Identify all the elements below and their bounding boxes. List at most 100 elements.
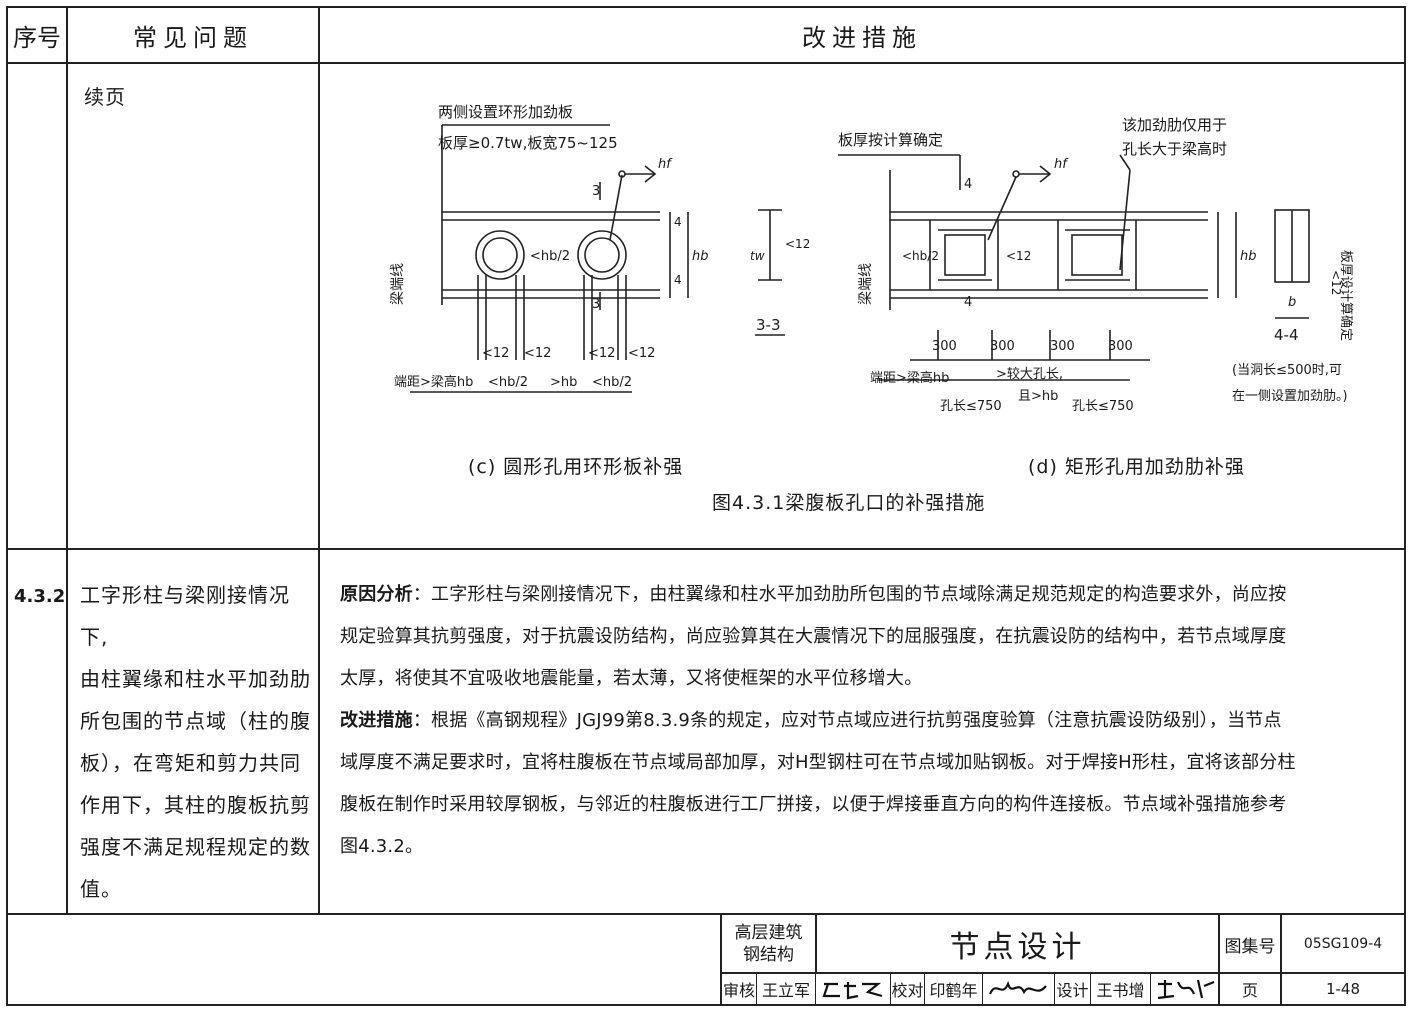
tb-v1 (815, 914, 817, 972)
tb-reviewer-signature (816, 974, 890, 1004)
problem-line: 值。 (80, 877, 122, 901)
c-dim-half2: <hb/2 (592, 375, 632, 390)
row2-problem: 工字形柱与梁刚接情况下, 由柱翼缘和柱水平加劲肋 所包围的节点域（柱的腹 板），… (80, 574, 312, 910)
cause-line-2: 规定验算其抗剪强度，对于抗震设防结构，尚应验算其在大震情况下的屈服强度，在抗震设… (340, 626, 1287, 647)
col-line-1 (66, 6, 68, 914)
tb-category: 高层建筑 钢结构 (722, 916, 815, 972)
c-ring-outer-1 (475, 230, 525, 280)
d-dim-end: 端距>梁高hb (870, 370, 949, 386)
tb-title: 节点设计 (949, 930, 1086, 965)
tb-left (720, 914, 722, 1005)
d-dim-300b: 300 (990, 339, 1015, 354)
signature-reviewer (822, 982, 883, 1000)
fix-line-4: 图4.3.2。 (340, 836, 424, 857)
c-dim-12c: <12 (588, 346, 615, 361)
d-note-3: 孔长大于梁高时 (1122, 140, 1227, 158)
d-side-note-2: 在一侧设置加劲肋。) (1232, 389, 1348, 404)
c-hole-half: <hb/2 (530, 249, 570, 264)
cause-label: 原因分析 (340, 584, 413, 605)
c-sec-title: 3-3 (756, 316, 781, 334)
outer-left (6, 6, 8, 1006)
c-dim-end: 端距>梁高hb (394, 374, 473, 390)
cause-line-3: 太厚，将使其不宜吸收地震能量，若太薄，又将使框架的水平位移增大。 (340, 668, 923, 689)
tb-atlas-label: 图集号 (1224, 936, 1276, 957)
tb-r8 (1150, 973, 1151, 1005)
tb-v3 (1280, 914, 1282, 1005)
d-len2: 孔长≤750 (1072, 399, 1134, 414)
row2-fix: 原因分析：工字形柱与梁刚接情况下，由柱翼缘和柱水平加劲肋所包围的节点域除满足规范… (340, 574, 1400, 868)
d-sec-mark-top: 4 (964, 177, 972, 192)
tb-r1 (756, 973, 757, 1005)
fix-label: 改进措施 (340, 710, 413, 731)
d-dim-300c: 300 (1050, 339, 1075, 354)
c-ring-outer-2 (577, 230, 627, 280)
c-sec-4b: 4 (674, 273, 682, 287)
tb-page-label: 页 (1241, 981, 1258, 1000)
tb-review-label: 审核 (722, 981, 755, 1000)
c-hb: hb (692, 249, 709, 264)
c-dim-12a: <12 (482, 346, 509, 361)
tb-designer-signature (1151, 974, 1218, 1004)
c-sec-12: <12 (785, 237, 810, 251)
tb-r6 (1054, 973, 1055, 1005)
figure-drawing: 两侧设置环形加劲板 板厚≥0.7tw,板宽75~125 hf 3 3 <hb/2… (390, 103, 1353, 414)
row2-bottom-line (6, 913, 1406, 915)
d-hf: hf (1054, 157, 1069, 172)
c-sec-4a: 4 (674, 215, 682, 229)
d-sec-12: <12 (1329, 270, 1343, 295)
problem-line: 板），在弯矩和剪力共同 (80, 751, 301, 775)
d-half: <hb/2 (902, 249, 939, 263)
c-dim-gap: >hb (550, 375, 577, 390)
c-sec-mark-top: 3 (592, 184, 600, 199)
tb-designer: 王书增 (1096, 981, 1145, 1000)
row1-problem: 续页 (84, 85, 126, 109)
tb-page-no: 1-48 (1325, 980, 1361, 998)
problem-line: 由柱翼缘和柱水平加劲肋 (80, 667, 311, 691)
header-bottom-line (6, 62, 1406, 64)
d-len1: 孔长≤750 (940, 399, 1002, 414)
header-problem: 常见问题 (133, 23, 253, 52)
problem-line: 工字形柱与梁刚接情况下, (80, 583, 290, 649)
caption-d: (d) 矩形孔用加劲肋补强 (1028, 456, 1245, 478)
c-sec-tw: tw (750, 249, 765, 263)
c-ring-inner-1 (482, 237, 518, 273)
tb-category-l1: 高层建筑 (734, 923, 803, 943)
c-dim-12d: <12 (628, 346, 655, 361)
d-note-1: 板厚按计算确定 (838, 131, 943, 149)
tb-checker-signature (983, 974, 1054, 1004)
d-sec-mark-bot: 4 (964, 295, 972, 310)
c-hf: hf (658, 157, 673, 172)
tb-r5 (982, 973, 983, 1005)
tb-r3 (890, 973, 891, 1005)
row1-bottom-line (6, 548, 1406, 550)
fix-line-2: 域厚度不满足要求时，宜将柱腹板在节点域局部加厚，对H型钢柱可在节点域加贴钢板。对… (340, 752, 1296, 773)
tb-r2 (815, 973, 816, 1005)
d-dim-mid: >较大孔长, (996, 367, 1063, 382)
tb-category-l2: 钢结构 (743, 945, 794, 965)
tb-mid-h (720, 972, 1406, 974)
tb-r7 (1090, 973, 1091, 1005)
outer-top (6, 6, 1406, 8)
d-note-2: 该加劲肋仅用于 (1122, 116, 1227, 134)
row2-no: 4.3.2 (14, 586, 66, 607)
outer-bottom (6, 1004, 1406, 1006)
d-dim-300d: 300 (1108, 339, 1133, 354)
problem-line: 作用下，其柱的腹板抗剪 (80, 793, 311, 817)
caption-main: 图4.3.1梁腹板孔口的补强措施 (712, 492, 986, 514)
d-sec-title: 4-4 (1274, 326, 1299, 344)
d-hb: hb (1240, 249, 1257, 264)
c-ring-inner-2 (584, 237, 620, 273)
cause-text: ：工字形柱与梁刚接情况下，由柱翼缘和柱水平加劲肋所包围的节点域除满足规范规定的构… (412, 584, 1287, 605)
d-dim-300a: 300 (932, 339, 957, 354)
c-weld-leader (609, 174, 623, 241)
header-fix: 改进措施 (802, 23, 922, 52)
fix-text: ：根据《高钢规程》JGJ99第8.3.9条的规定，应对节点域应进行抗剪强度验算（… (412, 710, 1282, 731)
fix-line-3: 腹板在制作时采用较厚钢板，与邻近的柱腹板进行工厂拼接，以便于焊接垂直方向的构件连… (340, 794, 1287, 815)
tb-atlas-no: 05SG109-4 (1303, 936, 1383, 952)
tb-v2 (1218, 914, 1220, 1005)
tb-design-label: 设计 (1056, 981, 1089, 1000)
tb-reviewer: 王立军 (761, 981, 810, 1000)
tb-checker: 印鹤年 (929, 981, 978, 1000)
header-no: 序号 (13, 23, 61, 52)
problem-line: 所包围的节点域（柱的腹 (80, 709, 311, 733)
